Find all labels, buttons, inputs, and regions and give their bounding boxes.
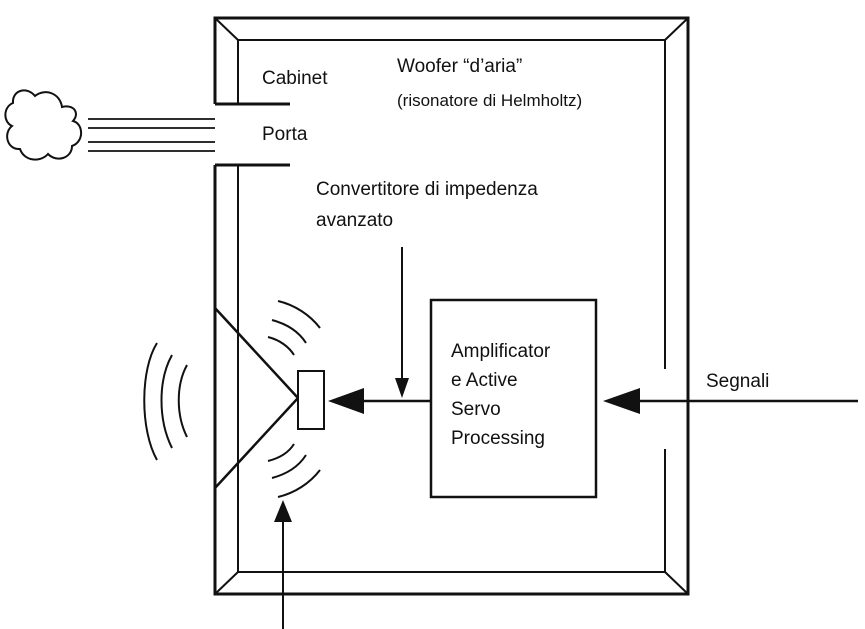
- converter-label-line2: avanzato: [316, 210, 393, 231]
- signals-label: Segnali: [706, 371, 769, 392]
- amplifier-label-line1: Amplificator: [451, 341, 551, 362]
- inner-sound-waves-upper: [267, 300, 321, 356]
- port-label: Porta: [262, 124, 308, 145]
- woofer-label-line1: Woofer “d’aria”: [397, 56, 522, 77]
- amplifier-box: [429, 298, 598, 499]
- converter-label-line1: Convertitore di impedenza: [316, 179, 538, 200]
- voice-coil: [297, 370, 325, 430]
- outside-sound-waves: [143, 342, 188, 461]
- wall-pointer-arrow: [274, 500, 292, 629]
- airflow-lines: [88, 118, 215, 152]
- amplifier-label-line4: Processing: [451, 428, 545, 449]
- cabinet-outer-wall: [213, 16, 690, 596]
- port-tube: [215, 102, 290, 167]
- inner-sound-waves-lower: [267, 443, 321, 498]
- speaker-cone: [214, 307, 300, 489]
- woofer-label-line2: (risonatore di Helmholtz): [397, 91, 582, 110]
- amplifier-label-line3: Servo: [451, 399, 501, 420]
- cabinet-label: Cabinet: [262, 68, 328, 89]
- signal-input-arrow: [603, 388, 858, 414]
- amplifier-label-line2: e Active: [451, 370, 518, 391]
- converter-pointer-arrow: [395, 247, 409, 398]
- air-cloud-icon: [4, 89, 83, 161]
- amp-to-driver-arrow: [328, 388, 431, 414]
- cabinet-inner-wall: [214, 17, 689, 595]
